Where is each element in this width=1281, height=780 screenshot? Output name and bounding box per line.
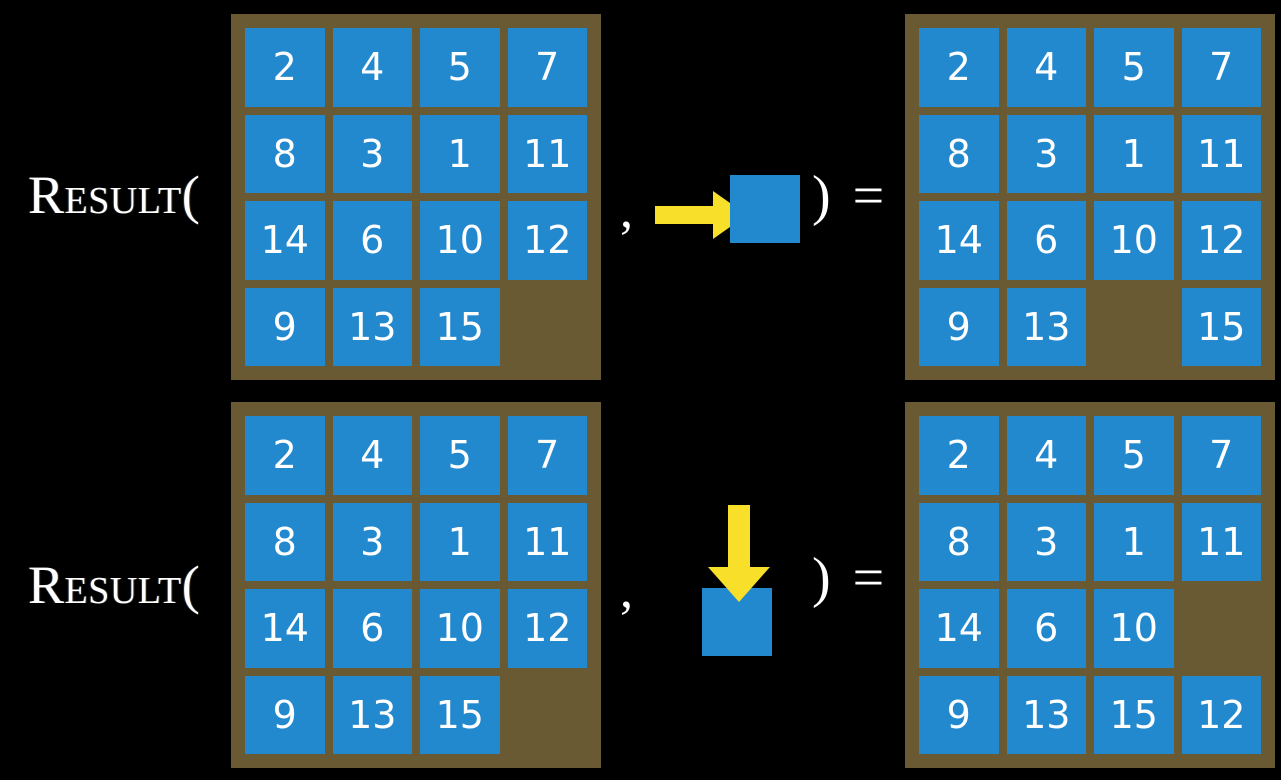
- tile: 2: [919, 28, 999, 107]
- tile: 14: [245, 589, 325, 668]
- tile: 3: [1006, 502, 1086, 581]
- tile: 13: [332, 675, 412, 754]
- tile: 7: [507, 416, 587, 495]
- tile-blank: [1094, 288, 1174, 367]
- tile: 11: [507, 502, 587, 581]
- tile-blank: [1182, 589, 1262, 668]
- tile: 8: [919, 502, 999, 581]
- tile: 15: [420, 287, 500, 366]
- tile: 2: [245, 416, 325, 495]
- tile: 14: [919, 589, 999, 668]
- tile: 11: [1181, 114, 1261, 193]
- tile: 10: [1094, 589, 1174, 668]
- tile: 9: [919, 675, 999, 754]
- tile: 10: [420, 589, 500, 668]
- tile: 4: [1006, 416, 1086, 495]
- tile: 3: [332, 114, 412, 193]
- argument-separator-comma-1: ,: [620, 182, 633, 239]
- tile: 6: [1006, 201, 1086, 280]
- tile: 4: [1006, 28, 1086, 107]
- action-down-move-2: [690, 500, 820, 670]
- tile: 5: [1094, 416, 1174, 495]
- tile: 8: [919, 114, 999, 193]
- tile: 1: [1094, 502, 1174, 581]
- tile: 13: [332, 287, 412, 366]
- tile: 7: [1181, 28, 1261, 107]
- tile: 14: [919, 201, 999, 280]
- result-function-label-1: Result(: [28, 165, 201, 225]
- action-right-move-1: [650, 160, 810, 260]
- tile-blank: [508, 676, 588, 755]
- arrow-down-icon: [708, 505, 770, 602]
- tile: 1: [420, 502, 500, 581]
- tile: 9: [245, 675, 325, 754]
- tile: 6: [332, 589, 412, 668]
- tile: 12: [1181, 675, 1261, 754]
- tile: 13: [1006, 287, 1086, 366]
- tile: 12: [507, 589, 587, 668]
- tile: 2: [919, 416, 999, 495]
- tile: 10: [1094, 201, 1174, 280]
- tile: 5: [420, 416, 500, 495]
- tile: 12: [507, 201, 587, 280]
- tile: 6: [1006, 589, 1086, 668]
- argument-separator-comma-2: ,: [620, 562, 633, 619]
- tile: 2: [245, 28, 325, 107]
- tile: 5: [420, 28, 500, 107]
- tile: 15: [1094, 675, 1174, 754]
- tile: 4: [332, 416, 412, 495]
- result-function-label-2: Result(: [28, 555, 201, 615]
- tile: 9: [919, 287, 999, 366]
- tile: 5: [1094, 28, 1174, 107]
- tile: 3: [1006, 114, 1086, 193]
- tile: 13: [1006, 675, 1086, 754]
- tile: 14: [245, 201, 325, 280]
- tile-blank: [508, 288, 588, 367]
- tile: 7: [1181, 416, 1261, 495]
- tile: 15: [420, 675, 500, 754]
- tile: 8: [245, 114, 325, 193]
- close-paren-equals-1: ) =: [812, 165, 889, 227]
- arrow-right-icon: [655, 191, 747, 239]
- tile: 12: [1181, 201, 1261, 280]
- tile: 11: [1181, 502, 1261, 581]
- tile: 6: [332, 201, 412, 280]
- tile: 7: [507, 28, 587, 107]
- tile: 4: [332, 28, 412, 107]
- close-paren-equals-2: ) =: [812, 547, 889, 609]
- tile: 15: [1181, 287, 1261, 366]
- moving-tile-1: [730, 175, 800, 243]
- tile: 9: [245, 287, 325, 366]
- tile: 1: [420, 114, 500, 193]
- tile: 10: [420, 201, 500, 280]
- tile: 8: [245, 502, 325, 581]
- tile: 1: [1094, 114, 1174, 193]
- tile: 11: [507, 114, 587, 193]
- tile: 3: [332, 502, 412, 581]
